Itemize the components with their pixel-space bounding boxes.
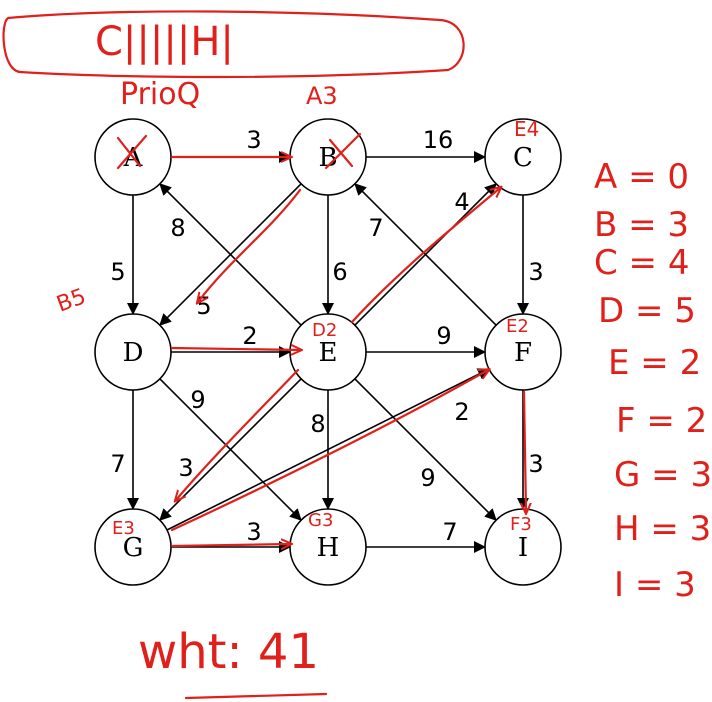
node-label-d: D [123, 338, 144, 368]
note-f: E2 [506, 316, 529, 337]
highlight-g-f [170, 370, 488, 532]
node-circle-e [289, 313, 367, 391]
highlight-g-h [170, 544, 290, 546]
highlighted-path-strokes [170, 157, 526, 546]
edge-weight-e-i: 9 [420, 464, 435, 492]
node-label-h: H [317, 533, 340, 563]
distance-h: H = 3 [614, 509, 711, 549]
node-b: B [289, 118, 367, 196]
node-label-g: G [123, 533, 144, 563]
edge-e-c [354, 183, 497, 326]
node-label-i: I [518, 533, 528, 563]
node-f: F [484, 313, 562, 391]
note-i: F3 [510, 514, 532, 535]
node-e: E [289, 313, 367, 391]
edge-g-f [166, 368, 490, 531]
edge-weight-b-c: 16 [423, 126, 454, 154]
node-label-b: B [318, 143, 337, 173]
distance-b: B = 3 [594, 205, 689, 245]
note-e: D2 [312, 320, 337, 341]
node-circle-c [484, 118, 562, 196]
edge-weight-e-c: 4 [454, 188, 469, 216]
note-g: E3 [112, 518, 135, 539]
edge-weight-b-e: 6 [332, 258, 347, 286]
edge-e-a [159, 183, 302, 326]
highlight-e-g [176, 368, 300, 500]
distance-e: E = 2 [608, 343, 701, 383]
distance-d: D = 5 [598, 291, 696, 331]
node-circle-g [94, 508, 172, 586]
node-circle-d [94, 313, 172, 391]
node-g: G [94, 508, 172, 586]
node-c: C [484, 118, 562, 196]
node-label-e: E [319, 338, 338, 368]
note-b: A3 [306, 82, 338, 110]
edge-weight-c-f: 3 [528, 258, 543, 286]
edge-weight-h-i: 7 [442, 518, 457, 546]
node-label-c: C [513, 143, 533, 173]
edge-weight-e-f: 9 [436, 322, 451, 350]
distance-list: A = 0 B = 3C = 4 D = 5 E = 2 F = 2 G = 3 H = 3… [594, 157, 712, 605]
highlight-b-d [198, 188, 302, 302]
distance-c: C = 4 [594, 243, 689, 283]
distance-i: I = 3 [614, 565, 696, 605]
highlight-e-c [350, 188, 500, 324]
top-box-annotation: C|||||H| [2, 10, 465, 79]
note-d: B5 [54, 284, 90, 317]
crossed-out-marks [116, 132, 362, 170]
distance-g: G = 3 [614, 455, 712, 495]
edge-weight-a-d: 5 [110, 258, 125, 286]
cross-b [324, 132, 362, 170]
edge-weight-f-b: 7 [368, 214, 383, 242]
distance-a: A = 0 [594, 157, 689, 197]
distance-f: F = 2 [616, 401, 707, 441]
weight-total-text: wht: 41 [138, 624, 319, 680]
weight-total-underline [184, 692, 328, 700]
edge-e-i [354, 378, 497, 521]
weight-total: wht: 41 [138, 624, 328, 700]
node-circle-f [484, 313, 562, 391]
edge-weight-d-e: 2 [242, 322, 257, 350]
edge-weight-e-h: 8 [310, 410, 325, 438]
edge-weight-d-g: 7 [110, 450, 125, 478]
highlight-d-e [170, 348, 300, 350]
edge-weight-g-h: 3 [246, 518, 261, 546]
note-h: G3 [308, 510, 333, 531]
edge-weight-f-i: 3 [528, 450, 543, 478]
node-label-f: F [514, 338, 532, 368]
top-box-text: C|||||H| [95, 19, 234, 65]
highlight-f-i [524, 390, 526, 512]
edge-weight-e-a: 8 [170, 214, 185, 242]
cross-a [116, 134, 148, 170]
node-h: H [289, 508, 367, 586]
note-c: E4 [514, 117, 539, 141]
edge-weight-e-g: 3 [178, 454, 193, 482]
edge-weight-b-d: 5 [196, 292, 211, 320]
node-d: D [94, 313, 172, 391]
node-notes: A3 E4 B5 D2 E2 E3 G3 F3 [54, 82, 540, 539]
edge-weight-d-h: 9 [190, 386, 205, 414]
edge-weight-a-b: 3 [246, 126, 261, 154]
edge-weight-g-f: 2 [454, 398, 469, 426]
prio-queue-label: PrioQ [120, 77, 200, 112]
